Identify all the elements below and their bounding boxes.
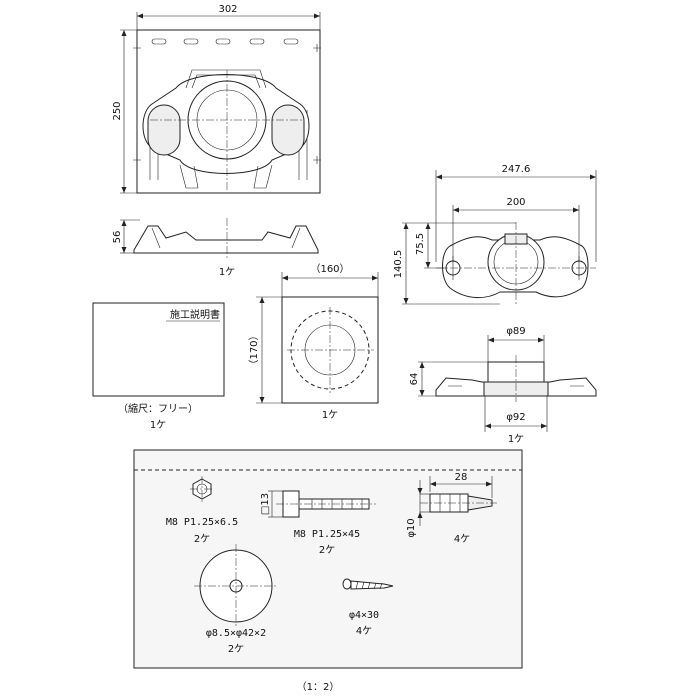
qty-bolt: 2ケ [319, 544, 335, 556]
dim-13: □13 [260, 493, 271, 515]
dim-302: 302 [218, 4, 237, 15]
manual-scale: （縮尺：フリー） [118, 402, 198, 415]
sheet-scale: （1：2） [297, 681, 340, 693]
dim-phi-89: φ89 [506, 326, 525, 337]
flange-top-view: 247.6 200 75.5 140.5 [393, 164, 597, 305]
washer-part: φ8.5×φ42×2 2ケ [194, 544, 278, 655]
base-plate-side-view: 56 1ケ [112, 218, 319, 278]
washer-spec: φ8.5×φ42×2 [206, 628, 266, 639]
instruction-manual: 施工説明書 （縮尺：フリー） 1ケ [92, 302, 225, 431]
dim-170: （170） [248, 330, 260, 369]
qty-gasket: 1ケ [322, 409, 338, 421]
dim-140-5: 140.5 [393, 250, 404, 279]
bolt-part: □13 M8 P1.25×45 2ケ [260, 490, 376, 556]
qty-anchor: 4ケ [454, 533, 470, 545]
dim-64: 64 [409, 373, 420, 386]
qty-nut: 2ケ [194, 533, 210, 545]
screw-part: φ4×30 4ケ [342, 578, 394, 637]
qty-base-plate: 1ケ [219, 266, 235, 278]
screw-spec: φ4×30 [349, 610, 379, 621]
dim-56: 56 [112, 231, 123, 244]
dim-28: 28 [455, 472, 468, 483]
qty-manual: 1ケ [150, 419, 166, 431]
base-plate-top-view: 302 250 [112, 4, 321, 194]
dim-250: 250 [112, 101, 123, 120]
fastener-board: M8 P1.25×6.5 2ケ □13 M8 P1.25×45 2ケ [133, 449, 523, 669]
dim-phi-10: φ10 [406, 518, 417, 537]
gasket-view: （160） （170） 1ケ [248, 263, 379, 421]
dim-phi-92: φ92 [506, 412, 525, 423]
dim-247-6: 247.6 [502, 164, 531, 175]
bolt-spec: M8 P1.25×45 [294, 529, 360, 540]
anchor-part: 28 φ10 4ケ [406, 472, 497, 545]
flange-side-view: φ89 64 φ92 1ケ [409, 326, 597, 445]
manual-title: 施工説明書 [170, 308, 220, 321]
qty-screw: 4ケ [356, 625, 372, 637]
dim-160: （160） [310, 263, 349, 275]
dim-200: 200 [506, 197, 525, 208]
qty-flange: 1ケ [508, 433, 524, 445]
nut-spec: M8 P1.25×6.5 [166, 517, 238, 528]
dim-75-5: 75.5 [415, 233, 426, 255]
qty-washer: 2ケ [228, 643, 244, 655]
nut-part: M8 P1.25×6.5 2ケ [166, 476, 238, 545]
